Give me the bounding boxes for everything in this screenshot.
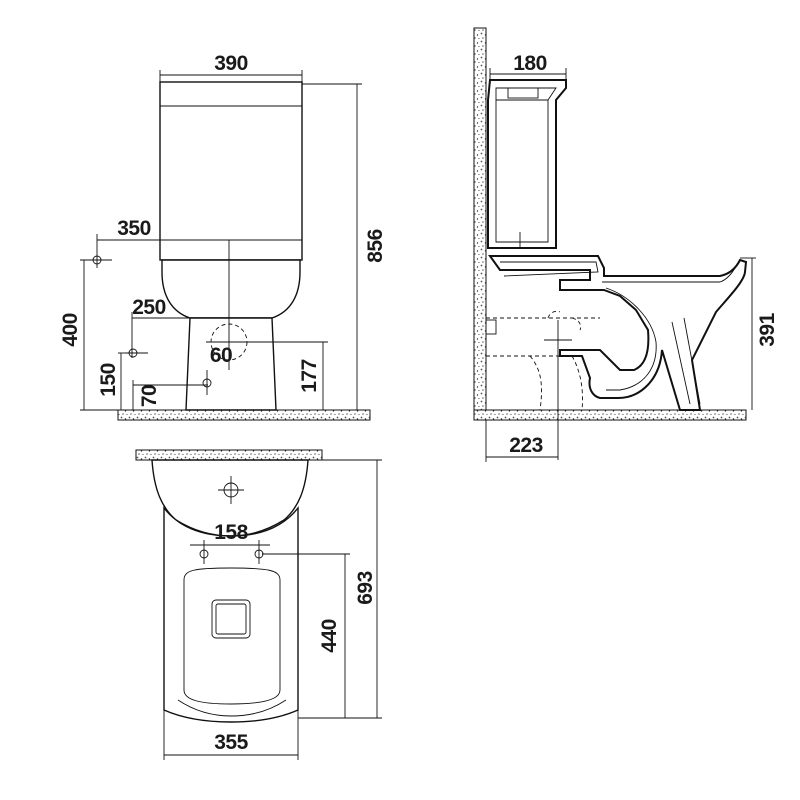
dim-total-height: 856	[364, 229, 387, 263]
side-bowl	[488, 255, 748, 411]
dim-inlet-height: 400	[59, 313, 82, 347]
top-seat-cover	[211, 599, 251, 639]
dim-left-offset: 250	[132, 296, 166, 319]
dim-inlet-offset: 350	[117, 217, 151, 240]
top-inlet-symbol	[218, 476, 244, 504]
dim-base-width: 355	[214, 731, 248, 754]
top-view: 158 440 693 355	[135, 449, 382, 760]
front-bowl	[161, 259, 301, 319]
dim-total-depth: 693	[354, 571, 377, 605]
inlet-symbol-bottom	[202, 370, 212, 395]
top-wall	[135, 449, 323, 461]
dim-tank-width: 390	[214, 52, 248, 75]
dim-bowl-height: 391	[756, 312, 779, 346]
side-wall	[473, 27, 487, 421]
top-fixing-holes	[199, 540, 264, 564]
side-outlet-pipe	[485, 310, 600, 411]
front-tank	[159, 81, 303, 261]
front-view: 390 856 350 400 250 150	[59, 52, 387, 421]
side-view: 180 391 223	[473, 27, 779, 462]
side-floor	[473, 409, 747, 421]
dim-fixing-spacing: 158	[214, 521, 248, 544]
side-tank	[487, 79, 567, 249]
dim-side-inlet-height: 150	[97, 363, 120, 397]
dim-outlet-height: 177	[298, 359, 321, 393]
dim-outlet-distance: 223	[509, 434, 543, 457]
top-seat	[183, 567, 281, 705]
dim-bottom-offset: 70	[138, 385, 161, 407]
dim-tank-depth: 180	[513, 52, 547, 75]
dim-outlet-dia: 60	[210, 344, 232, 367]
front-floor	[117, 409, 371, 421]
dim-fixing-depth: 440	[318, 619, 341, 653]
